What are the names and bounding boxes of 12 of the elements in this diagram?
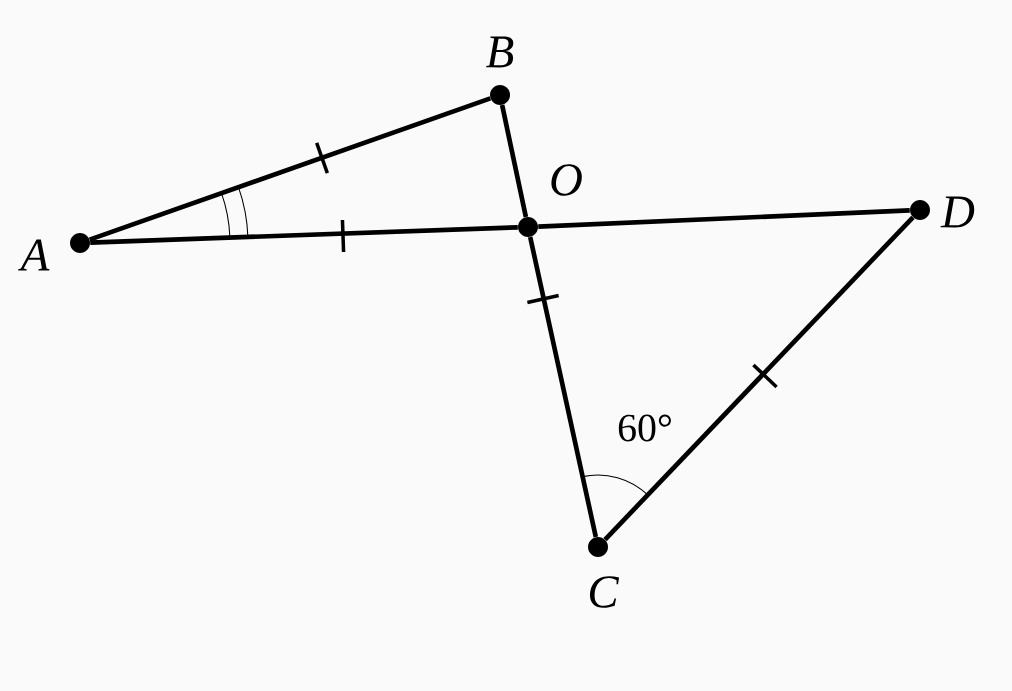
point-label: B — [486, 36, 514, 68]
point-label: D — [940, 196, 975, 228]
line-segment — [603, 215, 915, 542]
line-segment — [538, 208, 910, 229]
line-segment — [499, 104, 529, 218]
point-label: O — [551, 164, 582, 196]
line-segment — [90, 225, 518, 245]
line-segment — [88, 96, 492, 242]
angle-label: 60° — [618, 414, 671, 442]
line-segment — [527, 236, 599, 538]
point-label: A — [18, 239, 50, 271]
point-label: C — [590, 576, 620, 608]
